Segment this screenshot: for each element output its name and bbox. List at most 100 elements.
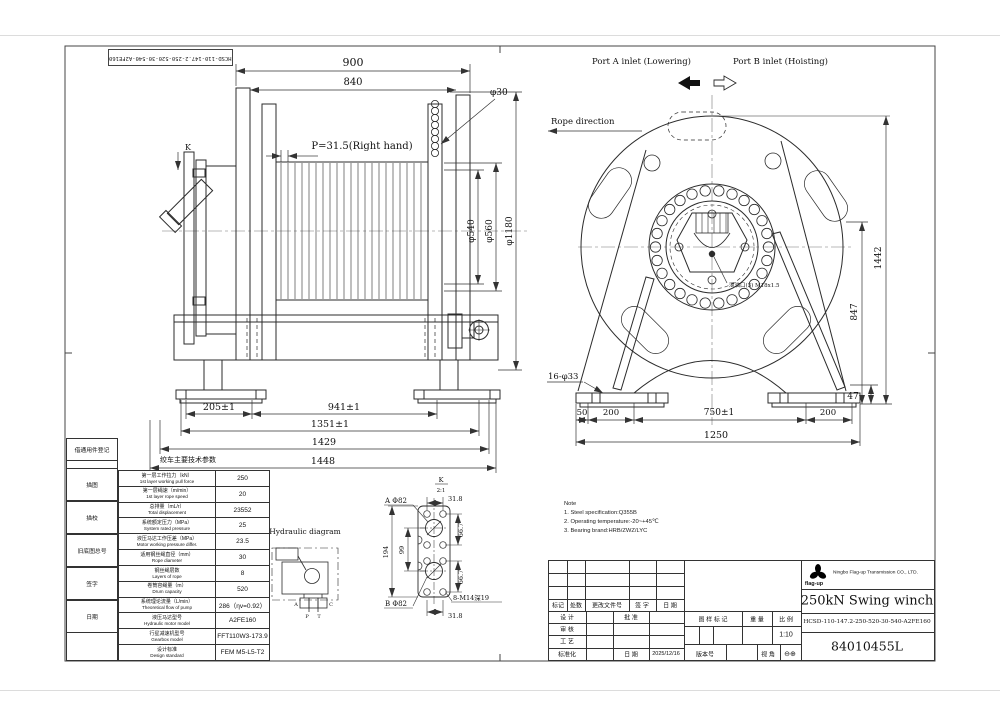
tb-design-label: 设 计 bbox=[560, 615, 574, 622]
tb-model-number: HCSD-110-147.2-250-520-30-540-A2FE160 bbox=[803, 619, 931, 625]
dim-847: 847 bbox=[850, 303, 860, 320]
tb-rev-date: 日 期 bbox=[663, 603, 677, 610]
dim-200-right: 200 bbox=[820, 408, 836, 418]
tb-scale-value: 1:10 bbox=[779, 631, 793, 639]
param-table: 第一层工作拉力（kN）1st layer working pull force 2… bbox=[118, 470, 270, 661]
param-label-cn: 液压马达型号 bbox=[151, 615, 182, 622]
param-label-en: Design standard bbox=[150, 652, 184, 658]
detail-view-letter: K bbox=[439, 476, 444, 484]
hydraulic-diagram bbox=[271, 547, 339, 612]
note-3: 3. Bearing brand:HRB/ZWZ/LYC bbox=[564, 528, 648, 534]
tb-rev-mark: 标记 bbox=[551, 603, 565, 610]
dim-1351: 1351±1 bbox=[311, 419, 349, 430]
param-label-cn: 第一层工作拉力（kN） bbox=[141, 472, 193, 479]
dim-50: 50 bbox=[577, 408, 588, 418]
strip-old-master-label: 旧底图总号 bbox=[67, 534, 117, 567]
param-label-en: Theoretical flow of pump bbox=[141, 605, 193, 611]
paper-edge-bottom bbox=[0, 690, 1000, 691]
hydraulic-port-p: P bbox=[305, 614, 309, 620]
param-label-en: Gearbox model bbox=[151, 636, 183, 642]
detail-label-b: B Φ82 bbox=[385, 600, 407, 608]
param-label: 系统理论流量（L/min）Theoretical flow of pump bbox=[119, 597, 216, 613]
param-value: 23552 bbox=[233, 506, 252, 514]
param-label-cn: 第一层绳速（m/min） bbox=[142, 488, 192, 495]
dim-840: 840 bbox=[343, 77, 362, 88]
hoisting-arrow bbox=[713, 75, 737, 91]
detail-dim-667-top: 66.7 bbox=[457, 523, 465, 537]
tb-date-value: 2025/12/16 bbox=[652, 651, 680, 657]
detail-dim-318-top: 31.8 bbox=[448, 495, 462, 503]
tb-scale-label: 比 例 bbox=[779, 617, 793, 624]
param-row: 总排量（mL/r）Total displacement 23552 bbox=[119, 501, 269, 518]
tb-rev-docno: 更改文件号 bbox=[591, 603, 623, 610]
param-label-en: Layers of rope bbox=[152, 573, 182, 579]
tb-check-label: 审 核 bbox=[560, 627, 574, 634]
hydraulic-port-c: C bbox=[329, 602, 333, 608]
param-label: 系统额定压力（MPa）System rated pressure bbox=[119, 518, 216, 534]
notes-block: Note 1. Steel specification:Q355B 2. Ope… bbox=[564, 500, 659, 536]
param-table-title: 绞车主要技术参数 bbox=[160, 457, 216, 464]
param-label-en: Drum capacity bbox=[152, 589, 182, 595]
notes-title: Note bbox=[564, 501, 577, 507]
tb-approve-label: 批 准 bbox=[624, 615, 638, 622]
tb-company-name: Ningbo Flag-up Transmission CO., LTD. bbox=[833, 570, 918, 576]
param-value: FFT110W3-173.9 bbox=[217, 633, 268, 641]
margin-strip: 借通用件登记 描图 描校 旧底图总号 签字 日期 bbox=[66, 438, 118, 661]
tb-process-label: 工 艺 bbox=[560, 639, 574, 646]
detail-dim-99: 99 bbox=[398, 546, 406, 554]
tb-version-label: 版本号 bbox=[695, 652, 715, 659]
detail-thread-note: 8-M14深19 bbox=[453, 593, 489, 602]
detail-view-scale: 2:1 bbox=[437, 488, 446, 494]
note-1: 1. Steel specification:Q355B bbox=[564, 510, 637, 516]
left-view bbox=[158, 87, 528, 404]
param-label-cn: 适用钢丝绳直径（mm） bbox=[140, 551, 194, 558]
hydraulic-port-a: A bbox=[293, 602, 298, 608]
dim-1429: 1429 bbox=[312, 437, 336, 448]
param-label: 液压马达工作压差（MPa）Motor working pressure diff… bbox=[119, 534, 216, 550]
inlet-fitting bbox=[158, 178, 214, 234]
dim-540: φ540 bbox=[467, 219, 477, 243]
paper-edge-top bbox=[0, 35, 1000, 36]
detail-dim-318-bot: 31.8 bbox=[448, 612, 462, 620]
param-label: 总排量（mL/r）Total displacement bbox=[119, 502, 216, 518]
dim-1448: 1448 bbox=[311, 456, 335, 467]
right-view-dims bbox=[547, 116, 892, 446]
drain-port-label: 泄油口(3) M18x1.5 bbox=[729, 281, 780, 289]
sheet-frame bbox=[64, 45, 936, 662]
ratchet-pawl bbox=[447, 313, 490, 349]
param-label-cn: 行星减速机型号 bbox=[149, 630, 185, 637]
param-row: 液压马达工作压差（MPa）Motor working pressure diff… bbox=[119, 533, 269, 550]
motor-hub bbox=[648, 183, 776, 311]
lowering-arrow bbox=[678, 76, 700, 90]
strip-trace-label: 描图 bbox=[67, 468, 117, 501]
tb-view-label: 视 角 bbox=[761, 652, 775, 659]
detail-dim-194: 194 bbox=[382, 546, 390, 558]
dim-pitch: P=31.5(Right hand) bbox=[311, 141, 412, 152]
view-k-label: K bbox=[185, 143, 192, 152]
param-label-en: Motor working pressure differ. bbox=[136, 541, 198, 547]
param-label-en: Rope diameter bbox=[151, 557, 183, 563]
dim-205: 205±1 bbox=[203, 402, 235, 413]
tb-mark-label: 图 样 标 记 bbox=[698, 617, 728, 624]
tb-product-name: 250kN Swing winch bbox=[800, 593, 934, 609]
dim-1180: φ1180 bbox=[505, 216, 515, 245]
param-value: 20 bbox=[238, 490, 247, 498]
hydraulic-port-t: T bbox=[317, 614, 321, 620]
dim-rope-dia: φ30 bbox=[490, 88, 508, 98]
param-label-cn: 系统额定压力（MPa） bbox=[141, 520, 193, 527]
param-label: 卷筒容绳量（m）Drum capacity bbox=[119, 581, 216, 597]
param-label-cn: 卷筒容绳量（m） bbox=[147, 583, 187, 590]
detail-label-a: A Φ82 bbox=[384, 497, 407, 505]
param-label-en: 1st layer working pull force bbox=[139, 478, 195, 484]
param-value: 30 bbox=[238, 554, 247, 562]
param-label: 适用钢丝绳直径（mm）Rope diameter bbox=[119, 550, 216, 565]
